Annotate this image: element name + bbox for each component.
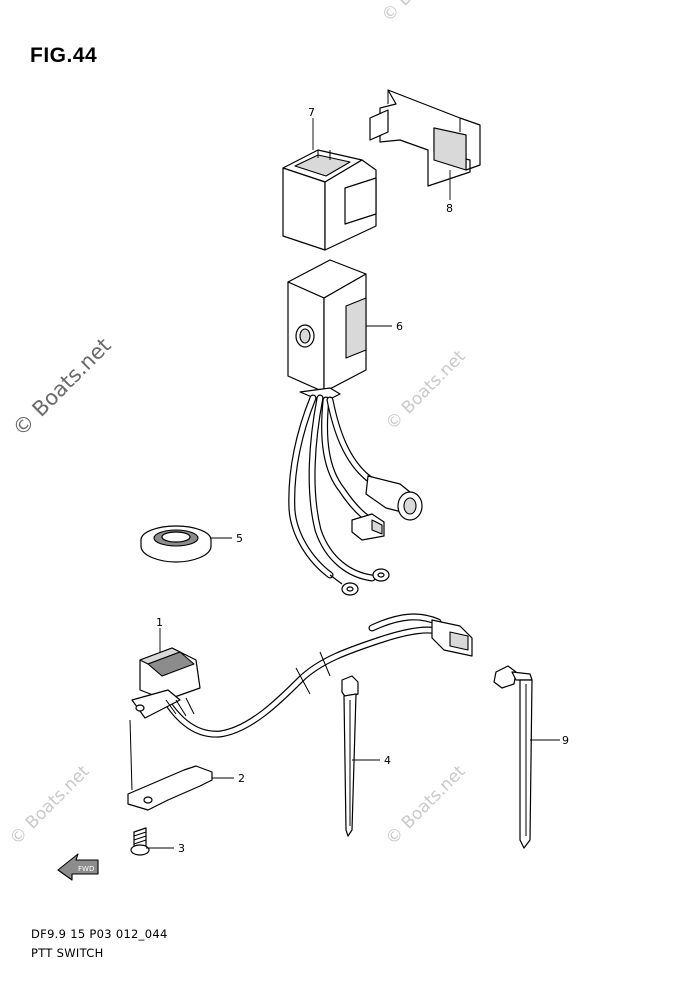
callout-9[interactable]: 9 [562, 734, 569, 747]
leader-lines [146, 118, 560, 849]
callout-5[interactable]: 5 [236, 532, 243, 545]
callout-1[interactable]: 1 [156, 616, 163, 629]
part-6-connector-small [351, 513, 385, 541]
part-2-plate[interactable] [127, 719, 213, 811]
part-3-screw[interactable] [130, 827, 150, 856]
part-7-cover[interactable] [282, 149, 377, 251]
part-8-bracket[interactable] [369, 89, 481, 187]
callout-6[interactable]: 6 [396, 320, 403, 333]
fwd-label: FWD [78, 865, 94, 873]
part-5-grommet[interactable] [140, 525, 212, 563]
callout-7[interactable]: 7 [308, 106, 315, 119]
part-6-connector-large [365, 475, 423, 521]
callout-4[interactable]: 4 [384, 754, 391, 767]
callout-8[interactable]: 8 [446, 202, 453, 215]
part-4-cable-tie[interactable] [341, 675, 359, 837]
figure-name: PTT SWITCH [31, 946, 104, 960]
callout-2[interactable]: 2 [238, 772, 245, 785]
callout-3[interactable]: 3 [178, 842, 185, 855]
part-1-switch-harness[interactable] [131, 613, 473, 738]
part-6-module[interactable] [287, 259, 367, 403]
part-9-cable-tie[interactable] [493, 665, 533, 849]
figure-title: FIG.44 [30, 44, 98, 67]
fwd-arrow-icon: FWD [57, 853, 99, 881]
figure-code: DF9.9 15 P03 012_044 [31, 927, 168, 941]
